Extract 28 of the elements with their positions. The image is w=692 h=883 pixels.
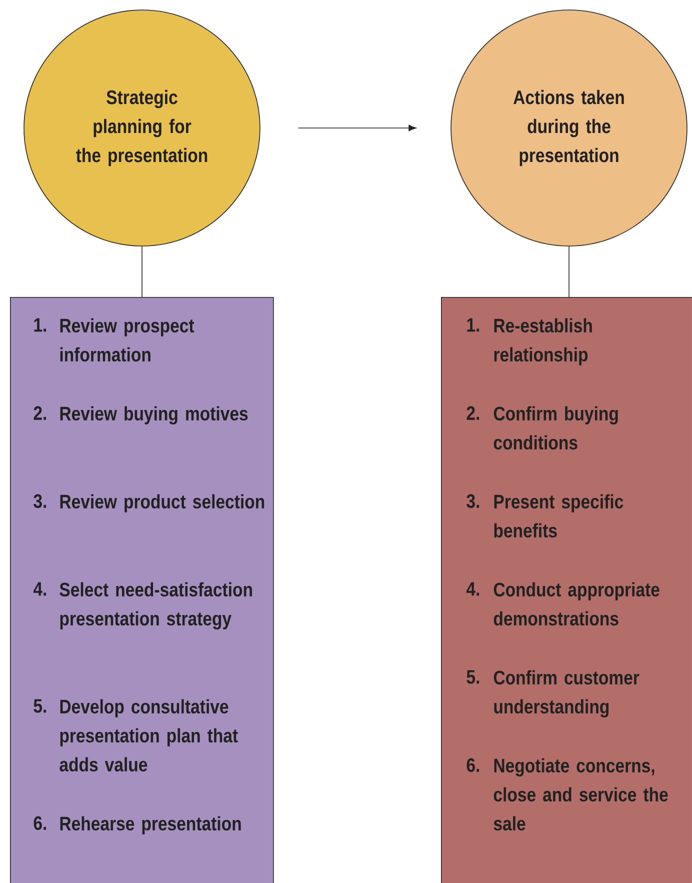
- list-item: Present specific benefits: [494, 494, 624, 538]
- list-item: Select need-satisfaction presentation strategy: [60, 582, 252, 630]
- item-number: 4.: [33, 582, 46, 596]
- item-number: 1.: [467, 318, 480, 332]
- steps-panel: [441, 297, 692, 883]
- item-number: 4.: [466, 582, 480, 596]
- item-number: 3.: [34, 494, 46, 508]
- list-item: Review prospect information: [60, 318, 194, 362]
- list-item: Conduct appropriate demonstrations: [494, 582, 660, 626]
- item-number: 1.: [34, 318, 46, 332]
- list-item: Review buying motives: [60, 406, 248, 424]
- item-number: 5.: [34, 699, 46, 713]
- item-number: 6.: [34, 816, 46, 830]
- item-number: 2.: [34, 406, 46, 420]
- list-item: Confirm buying conditions: [494, 406, 618, 450]
- item-number: 5.: [466, 670, 480, 684]
- steps-panel: [10, 297, 274, 883]
- item-number: 6.: [466, 758, 480, 772]
- item-number: 3.: [466, 494, 480, 508]
- list-item: Review product selection: [60, 494, 264, 512]
- list-item: Negotiate concerns, close and service the sale: [494, 758, 668, 831]
- arrow: [298, 124, 416, 132]
- list-item: Confirm customer understanding: [494, 670, 640, 718]
- list-item: Rehearse presentation: [60, 816, 241, 834]
- list-item: Develop consultative presentation plan that adds value: [60, 699, 238, 772]
- list-item: Re-establish relationship: [494, 318, 592, 366]
- item-number: 2.: [466, 406, 480, 420]
- connector-line: [568, 246, 570, 298]
